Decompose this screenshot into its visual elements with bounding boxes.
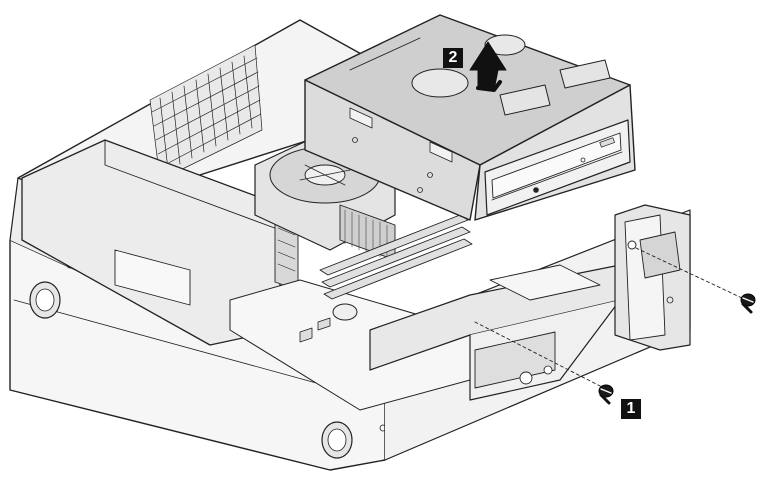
cmos-battery [332, 303, 358, 321]
arrow-up-icon [469, 41, 507, 92]
step-1-callout: 1 [621, 399, 641, 419]
step-2-callout: 2 [443, 48, 463, 68]
optical-drive-bezel [484, 119, 631, 216]
front-panel-bracket [614, 204, 691, 351]
optical-drive-cage [304, 14, 636, 221]
screw-icon [598, 384, 614, 405]
rear-vent-grid [149, 44, 263, 181]
screw-guide-line-right [635, 247, 743, 299]
screw-guide-line-front [474, 321, 603, 388]
chassis-feet [29, 261, 387, 459]
memory-slots [319, 214, 473, 300]
screw-icon [740, 293, 756, 314]
